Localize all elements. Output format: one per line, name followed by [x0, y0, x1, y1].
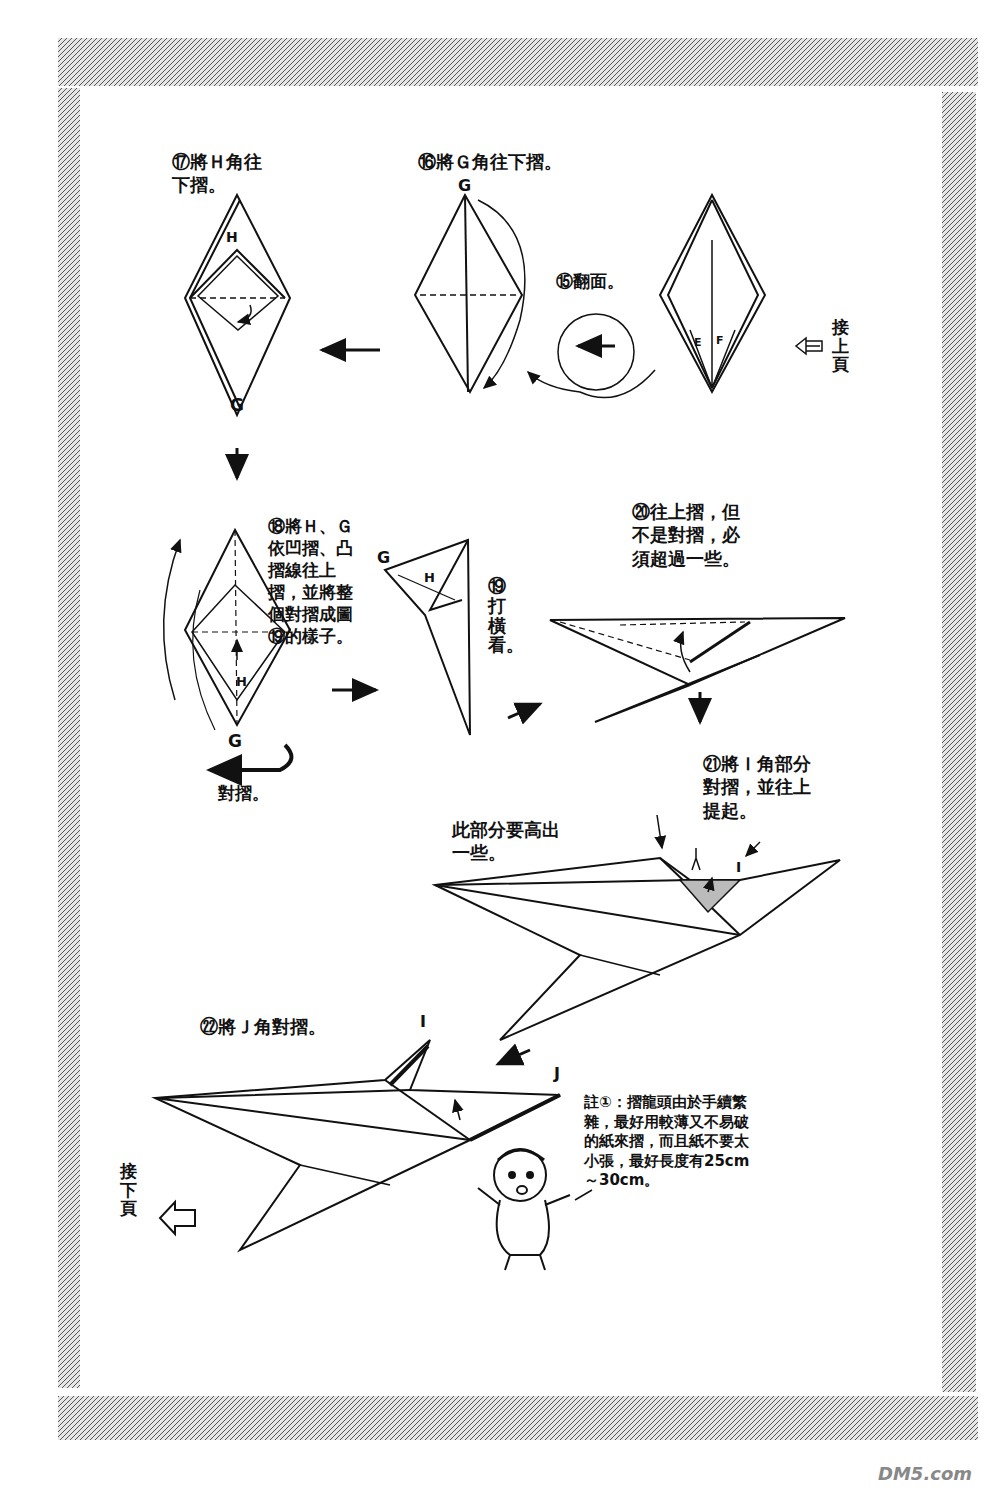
step-label: ㉒將Ｊ角對摺。 — [200, 1015, 326, 1038]
step-label: G — [230, 394, 244, 416]
step-label: G — [377, 548, 390, 569]
step-label: ⑯將Ｇ角往下摺。 — [418, 150, 562, 173]
step-label: G — [458, 176, 471, 197]
vertical-note: 接下頁 — [120, 1162, 137, 1218]
step-label: ⑱將Ｈ、Ｇ依凹摺、凸摺線往上摺，並將整個對摺成圖⑲的樣子。 — [268, 515, 356, 648]
step-label: I — [420, 1012, 426, 1033]
step-label: 對摺。 — [218, 782, 269, 804]
step-label: H — [424, 570, 435, 587]
step-label: H — [226, 228, 238, 246]
step-label: H — [236, 674, 247, 691]
step-label: 註①：摺龍頭由於手續繁雜，最好用較薄又不易破的紙來摺，而且紙不要太小張，最好長度… — [584, 1093, 754, 1191]
vertical-note: ⑲打橫看。 — [488, 576, 506, 655]
step-label: ⑮翻面。 — [556, 270, 624, 292]
step-label: E — [694, 336, 702, 350]
step-label: 此部分要高出一些。 — [452, 818, 564, 865]
step-label: F — [716, 334, 724, 348]
step-label: G — [228, 730, 242, 752]
fold-figures — [155, 195, 845, 1270]
step-label: DM5.com — [878, 1462, 972, 1485]
step-label: ⑳往上摺，但不是對摺，必須超過一些。 — [632, 500, 744, 570]
step-label: I — [736, 858, 741, 876]
page-frame — [58, 38, 978, 1440]
step-label: J — [554, 1064, 560, 1085]
vertical-note: 接上頁 — [832, 318, 849, 374]
step-label: ⑰將Ｈ角往下摺。 — [172, 150, 272, 197]
step-label: ㉑將Ｉ角部分對摺，並往上提起。 — [703, 752, 815, 822]
